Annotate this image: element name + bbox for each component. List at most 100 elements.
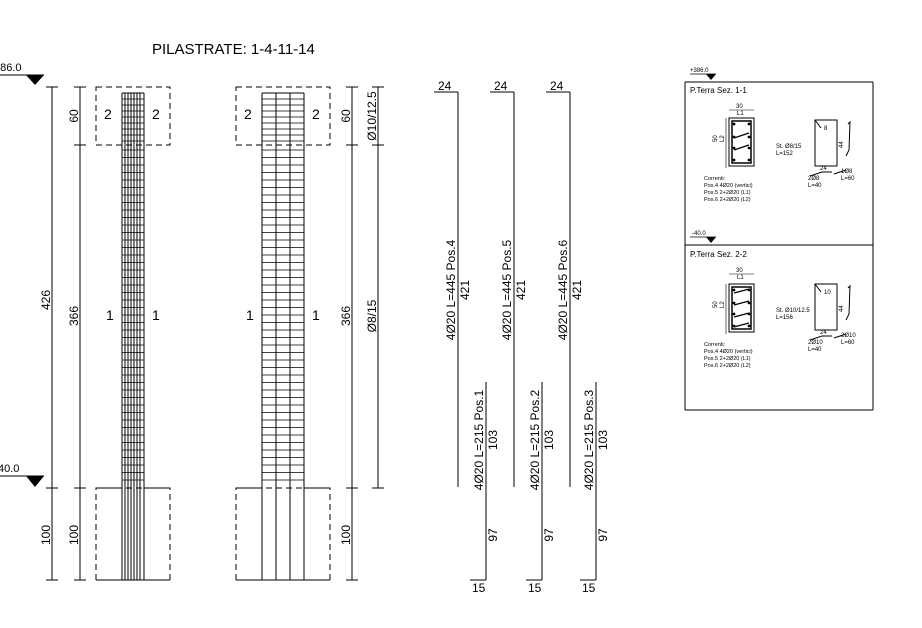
section-2-extra-a: 2Ø10	[808, 340, 823, 346]
section-2-stirrup-label: St. Ø10/12.5	[776, 308, 810, 314]
dim-mid-zone-right: 366	[339, 306, 353, 326]
bar-long-pos4	[434, 91, 459, 487]
bar-long-pos4-label: 4Ø20 L=445 Pos.4	[444, 239, 458, 340]
bar-short-pos2-len: 103	[542, 430, 556, 450]
bar-short-pos3-low: 97	[596, 528, 610, 542]
section-1-outline	[728, 117, 755, 167]
dim-bottom-zone-left: 100	[67, 525, 81, 545]
section-2-level: -40.0	[692, 231, 706, 237]
section-panel	[684, 81, 874, 411]
section-1-stirrup-len: L=152	[776, 151, 794, 157]
bar-long-pos5	[490, 91, 515, 487]
section-1-title: P.Terra Sez. 1-1	[690, 86, 747, 95]
bar-short-pos2	[526, 382, 543, 581]
section-2-extra-b-len: L=60	[841, 340, 855, 346]
section-1-bend-a: 8	[824, 126, 828, 132]
section-1-extra-b-len: L=60	[841, 176, 855, 182]
column-elevation-1	[95, 86, 171, 581]
dim-top-zone-left: 60	[67, 109, 81, 123]
section-2-bend-b: 44	[839, 305, 845, 312]
level-top-label: 386.0	[0, 62, 22, 74]
section-2-stirrup	[731, 286, 752, 330]
stirrup-spacing-mid: Ø8/15	[365, 299, 379, 332]
bar-long-pos6-label: 4Ø20 L=445 Pos.6	[556, 239, 570, 340]
dimension-left-zones	[74, 86, 86, 581]
bar-long-pos4-top: 24	[438, 79, 452, 93]
dim-bottom-left-label: 100	[39, 525, 53, 545]
section-1-correnti-2: Pos.5 2+2Ø20 (L1)	[704, 190, 751, 196]
stirrups-column-1	[122, 98, 144, 481]
section-1-correnti-3: Pos.6 2+2Ø20 (L2)	[704, 197, 751, 203]
section-2-width-sub: L1	[737, 275, 744, 281]
section-2-correnti-1: Pos.4 4Ø20 (vertici)	[704, 349, 753, 355]
drawing-title: PILASTRATE: 1-4-11-14	[152, 41, 315, 58]
section-1-1: +386.0 P.Terra Sez. 1-1 30 L1 50 L2 St. …	[690, 68, 855, 203]
section-2-correnti-2: Pos.5 2+2Ø20 (L1)	[704, 356, 751, 362]
section-2-title: P.Terra Sez. 2-2	[690, 250, 747, 259]
section-2-bars	[732, 288, 751, 328]
bar-long-pos5-top: 24	[494, 79, 508, 93]
section-1-width-sub: L1	[737, 111, 744, 117]
bar-long-pos4-len: 421	[458, 280, 472, 300]
section-1-bars	[732, 122, 751, 162]
section-1-bend-c: 24	[820, 166, 827, 172]
section-1-width: 30	[736, 104, 743, 110]
bar-short-pos3-len: 103	[596, 430, 610, 450]
section-mark-2-right-b: 2	[312, 106, 320, 122]
dimension-left-total	[46, 86, 58, 581]
level-marker-bottom: 40.0	[0, 463, 44, 487]
bar-short-pos3	[580, 382, 597, 581]
section-mark-2-left: 2	[104, 106, 112, 122]
section-2-stirrup-len: L=156	[776, 315, 794, 321]
bar-long-pos6	[546, 91, 571, 487]
bar-long-pos6-top: 24	[550, 79, 564, 93]
section-2-height-sub: L2	[720, 301, 726, 308]
section-mark-2-right: 2	[152, 106, 160, 122]
section-2-stirrup-shape	[814, 283, 838, 331]
section-1-stirrup	[731, 120, 752, 164]
section-1-bend-b: 44	[839, 141, 845, 148]
bar-long-pos5-label: 4Ø20 L=445 Pos.5	[500, 239, 514, 340]
bar-short-pos1-len: 103	[486, 430, 500, 450]
section-1-correnti-0: Correnti:	[704, 176, 726, 182]
bar-short-pos3-label: 4Ø20 L=215 Pos.3	[582, 389, 596, 490]
bar-short-pos2-label: 4Ø20 L=215 Pos.2	[528, 389, 542, 490]
section-2-extra-b: 2Ø10	[841, 333, 856, 339]
section-1-extra-a: 2Ø8	[808, 176, 820, 182]
dimension-right-zones	[346, 86, 384, 581]
column-elevation-2	[235, 86, 331, 581]
stirrup-spacing-top: Ø10/12.5	[365, 91, 379, 141]
section-2-bend-a: 10	[824, 290, 831, 296]
section-2-correnti-3: Pos.6 2+2Ø20 (L2)	[704, 363, 751, 369]
section-1-level: +386.0	[690, 68, 709, 74]
section-1-height-sub: L2	[720, 135, 726, 142]
bar-short-pos1-low: 97	[486, 528, 500, 542]
section-mark-2-left-b: 2	[244, 106, 252, 122]
bar-short-pos2-hook: 15	[528, 581, 542, 595]
section-2-bend-c: 24	[820, 330, 827, 336]
dim-mid-zone-left: 366	[67, 306, 81, 326]
section-2-width: 30	[736, 268, 743, 274]
bar-short-pos2-low: 97	[542, 528, 556, 542]
section-2-extra-a-len: L=40	[808, 347, 822, 353]
dim-total-label: 426	[39, 290, 53, 310]
section-1-height: 50	[713, 135, 719, 142]
section-mark-1-right: 1	[152, 307, 160, 323]
bar-long-pos6-len: 421	[570, 280, 584, 300]
bar-long-pos5-len: 421	[514, 280, 528, 300]
stirrups-column-2	[262, 98, 304, 481]
section-mark-1-left-b: 1	[246, 307, 254, 323]
section-mark-1-left: 1	[106, 307, 114, 323]
bar-short-pos1-label: 4Ø20 L=215 Pos.1	[472, 389, 486, 490]
section-2-outline	[728, 283, 755, 333]
dim-bottom-zone-right: 100	[339, 525, 353, 545]
level-marker-top: 386.0	[0, 62, 44, 85]
section-2-correnti-0: Correnti:	[704, 342, 726, 348]
bar-short-pos1	[470, 382, 487, 581]
bar-short-pos3-hook: 15	[582, 581, 596, 595]
bar-short-pos1-hook: 15	[472, 581, 486, 595]
section-1-stirrup-shape	[814, 119, 838, 167]
section-2-height: 50	[713, 301, 719, 308]
section-mark-1-right-b: 1	[312, 307, 320, 323]
dim-top-zone-right: 60	[339, 109, 353, 123]
